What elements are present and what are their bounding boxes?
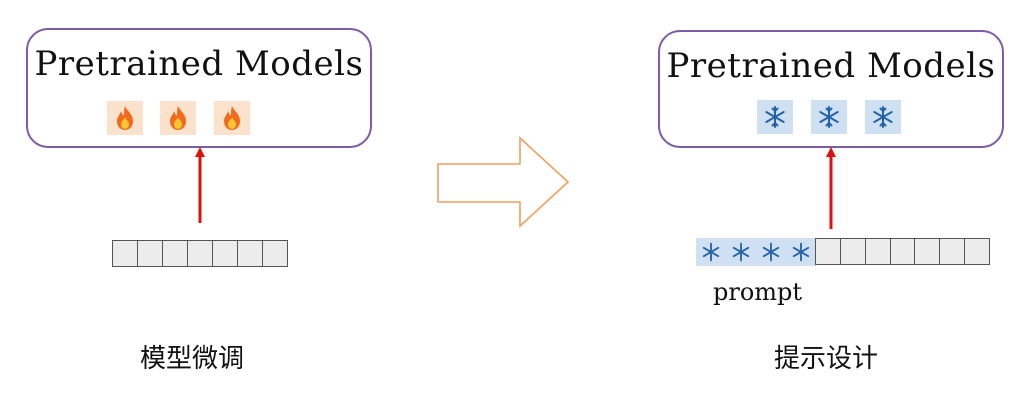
snowflake-icon [732,242,750,262]
snowflake-icon [762,242,780,262]
left-input-token-strip [112,240,288,267]
token-cell [213,241,238,266]
snowflake-icon [811,100,847,134]
prompt-label: prompt [713,278,803,306]
right-input-token-strip [815,238,990,265]
token-cell [890,239,916,264]
token-cell [263,241,287,266]
token-cell [915,239,941,264]
token-cell [113,241,138,266]
token-cell [940,239,966,264]
token-cell [865,239,891,264]
snowflake-icon [792,242,810,262]
token-cell [138,241,163,266]
left-caption: 模型微调 [140,344,245,374]
fire-icon [160,101,196,135]
token-cell [840,239,866,264]
left-up-arrow [195,147,205,223]
token-cell [816,239,841,264]
snowflake-icon [702,242,720,262]
prompt-token-strip [696,238,816,266]
token-cell [163,241,188,266]
right-model-title: Pretrained Models [666,46,996,86]
left-model-box: Pretrained Models [26,28,372,148]
fire-icon [214,101,250,135]
token-cell [188,241,213,266]
left-model-title: Pretrained Models [34,44,364,84]
snowflake-icon [757,100,793,134]
token-cell [238,241,263,266]
right-caption: 提示设计 [774,344,879,374]
right-model-box: Pretrained Models [658,30,1004,148]
right-up-arrow [826,147,836,229]
transition-arrow [437,136,570,228]
snowflake-icon [865,100,901,134]
token-cell [965,239,990,264]
fire-icon [107,101,143,135]
